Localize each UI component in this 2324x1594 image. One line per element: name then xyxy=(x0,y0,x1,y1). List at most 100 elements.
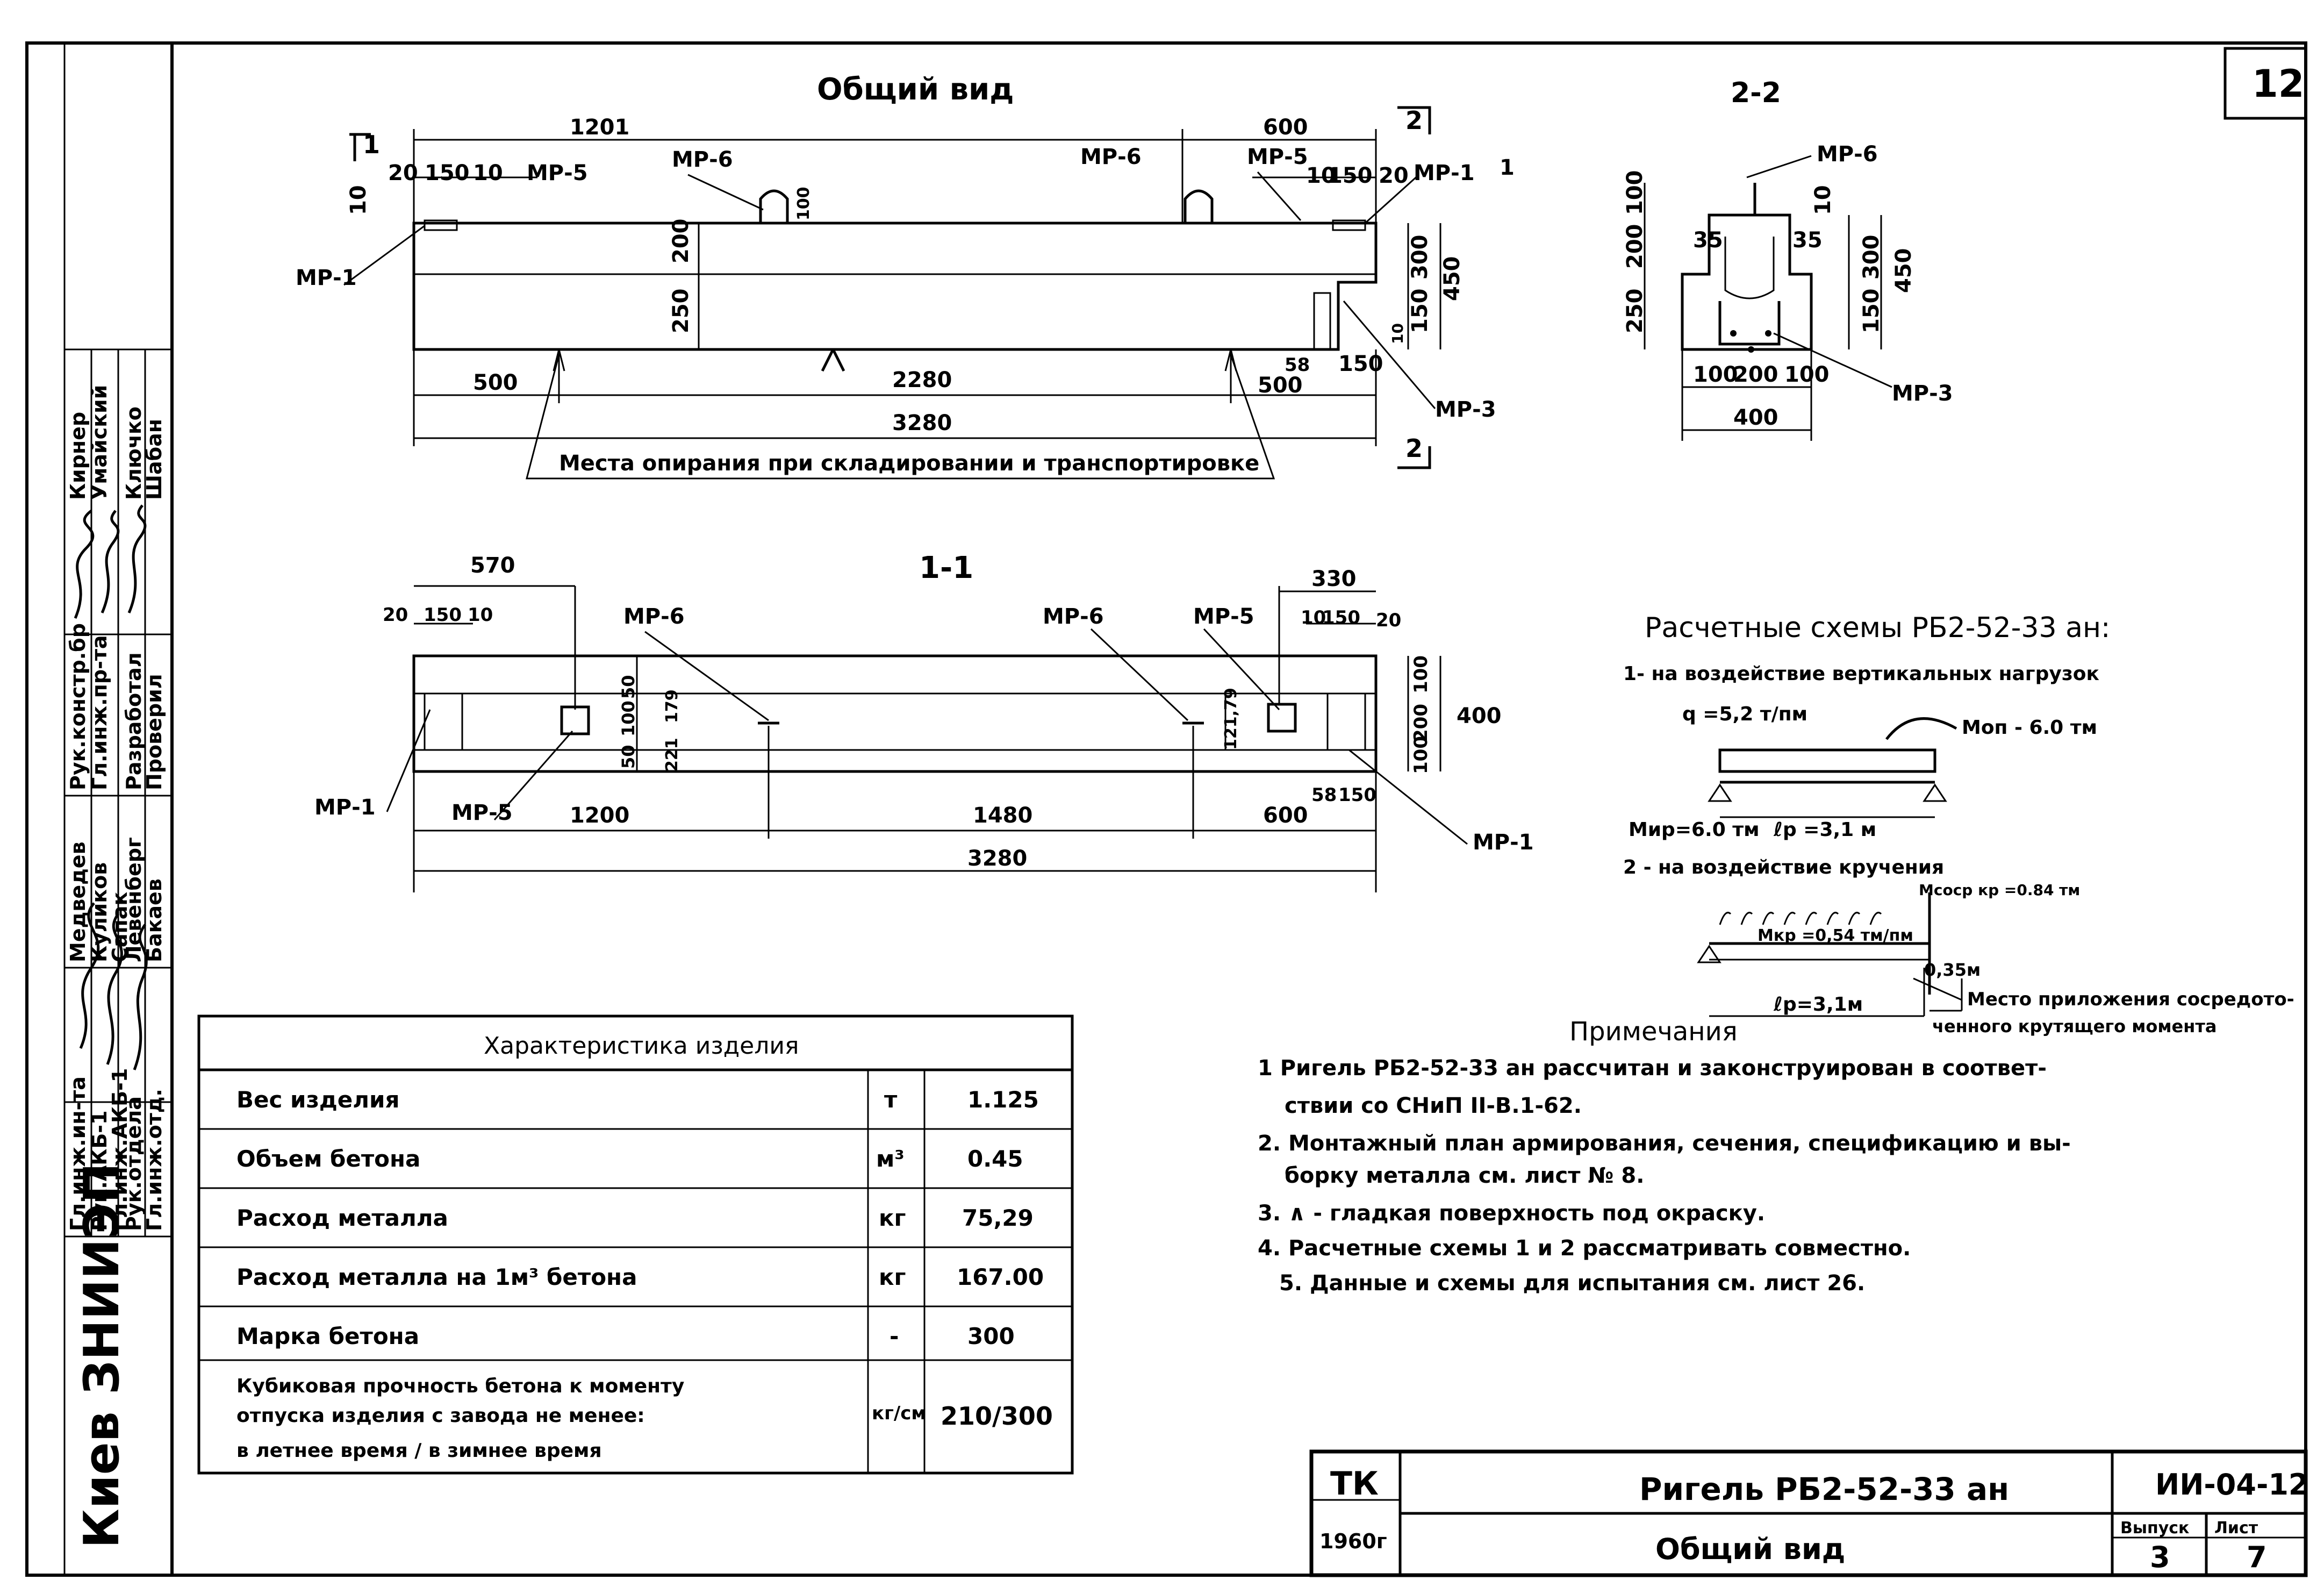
s22-dim-v150: 150 xyxy=(1859,289,1884,334)
s11-dim-v100b: 100 xyxy=(1410,736,1432,774)
s22-dim-v100: 100 xyxy=(1623,170,1647,216)
calc-mcoc: Мсоср кр =0.84 тм xyxy=(1919,881,2080,899)
char-row6-value: 210/300 xyxy=(941,1402,1053,1431)
s11-label-mr5-left: МР-5 xyxy=(451,800,513,825)
s22-dim-10: 10 xyxy=(1811,185,1835,215)
gv-dim-500-left: 500 xyxy=(473,370,518,395)
signature-4 xyxy=(74,510,95,619)
signature-5 xyxy=(101,510,120,613)
gv-dim-20-left: 20 xyxy=(388,161,418,185)
s22-dim-100-left: 100 xyxy=(1693,362,1738,387)
s11-dim-330: 330 xyxy=(1311,567,1357,591)
stamp-name-9: Шабан xyxy=(142,419,166,500)
calc-q: q =5,2 т/пм xyxy=(1682,703,1807,725)
gv-label-mr1-right: МР-1 xyxy=(1414,161,1475,185)
char-row3-value: 75,29 xyxy=(962,1205,1034,1231)
section-11-drawing xyxy=(386,585,1468,892)
stamp-position-8: Разработал xyxy=(122,652,146,790)
gv-section-mark-1b: 1 xyxy=(1500,155,1515,180)
title-block-texts: ТК 1960г Ригель РБ2-52-33 ан Общий вид И… xyxy=(1319,1465,2309,1574)
stamp-position-6: Рук.констр.бр xyxy=(66,623,90,790)
stamp-name-7: Умайский xyxy=(88,385,111,500)
s11-dim-1480: 1480 xyxy=(973,803,1032,828)
s11-dim-10-right: 10 xyxy=(1301,607,1326,628)
s11-dim-20-left: 20 xyxy=(383,604,408,626)
stamp-name-5: Бакаев xyxy=(142,878,166,962)
general-view-title: Общий вид xyxy=(817,72,1014,107)
s11-dim-3280: 3280 xyxy=(967,846,1027,871)
char-row4-unit: кг xyxy=(879,1264,906,1290)
s11-label-mr1-right: МР-1 xyxy=(1473,830,1534,855)
s11-dim-150-left: 150 xyxy=(424,604,462,626)
s11-dim-570: 570 xyxy=(470,553,515,578)
stamp-name-2: Куликов xyxy=(88,862,111,962)
char-row6-line1: Кубиковая прочность бетона к моменту xyxy=(236,1375,684,1397)
calc-item1: 1- на воздействие вертикальных нагрузок xyxy=(1623,663,2099,685)
notes-title: Примечания xyxy=(1569,1017,1738,1047)
gv-dim-v200: 200 xyxy=(669,219,693,264)
sheet-number: 12 xyxy=(2252,62,2304,106)
s11-dim-58: 58 xyxy=(1311,784,1337,806)
char-row4-value: 167.00 xyxy=(957,1264,1044,1290)
s11-dim-20-right: 20 xyxy=(1376,610,1401,631)
tb-name: Ригель РБ2-52-33 ан xyxy=(1639,1471,2009,1507)
tb-year: 1960г xyxy=(1319,1529,1387,1553)
gv-label-mr6-right: МР-6 xyxy=(1080,145,1142,169)
calc-mkp: Мкр =0,54 тм/пм xyxy=(1758,926,1913,945)
gv-dim-v450: 450 xyxy=(1440,256,1465,302)
s11-label-mr1-left: МР-1 xyxy=(314,795,376,820)
general-view-labels: МР-5 МР-6 МР-6 МР-5 МР-1 МР-1 МР-3 Места… xyxy=(296,145,1496,476)
s11-dim-150-bottom: 150 xyxy=(1338,784,1376,806)
s11-label-mr5-right: МР-5 xyxy=(1193,604,1254,629)
general-view-dims: 1201 600 20 150 10 10 150 20 10 200 250 … xyxy=(346,106,1515,463)
gv-dim-v300: 300 xyxy=(1408,235,1432,280)
gv-dim-2280: 2280 xyxy=(892,368,952,392)
s11-dim-400: 400 xyxy=(1457,704,1502,728)
section-22-title: 2-2 xyxy=(1731,77,1781,109)
char-row5-unit: - xyxy=(890,1323,899,1349)
stamp-name-4: Левенберг xyxy=(122,837,146,962)
char-row1-value: 1.125 xyxy=(967,1087,1039,1113)
gv-label-mr5-right: МР-5 xyxy=(1247,145,1308,169)
gv-section-mark-1a: 1 xyxy=(363,130,380,159)
note-line-1: 1 Ригель РБ2-52-33 ан рассчитан и законс… xyxy=(1258,1056,2047,1081)
s11-dim-v50b: 50 xyxy=(618,745,639,769)
gv-dim-v150: 150 xyxy=(1408,289,1432,334)
gv-dim-500-right: 500 xyxy=(1258,373,1303,398)
gv-dim-v10b: 10 xyxy=(1389,323,1407,344)
section-11-texts: 570 330 20 150 10 10 150 20 50 100 50 17… xyxy=(314,553,1534,871)
char-row3-name: Расход металла xyxy=(236,1205,448,1231)
gv-dim-58: 58 xyxy=(1285,354,1310,376)
tb-list: 7 xyxy=(2247,1540,2267,1574)
signature-2 xyxy=(106,913,123,1065)
calc-moment-note-2: ченного крутящего момента xyxy=(1932,1016,2217,1037)
s11-dim-600: 600 xyxy=(1263,803,1308,828)
s11-dim-v100: 100 xyxy=(618,700,639,737)
char-row2-unit: м³ xyxy=(876,1146,905,1172)
stamp-position-4: Рук.отдела xyxy=(122,1096,146,1231)
stamp-position-3: Гл.инж.АКБ-1 xyxy=(108,1068,132,1231)
char-title: Характеристика изделия xyxy=(484,1032,799,1060)
calc-mop: Моп - 6.0 тм xyxy=(1962,717,2097,739)
characteristics-texts: Характеристика изделия Вес изделия т 1.1… xyxy=(236,1032,1053,1462)
gv-dim-v100: 100 xyxy=(794,187,813,220)
gv-dim-20-right: 20 xyxy=(1379,163,1409,188)
s22-dim-400: 400 xyxy=(1733,405,1778,430)
tb-list-label: Лист xyxy=(2214,1519,2258,1538)
note-line-2: ствии со СНиП II-В.1-62. xyxy=(1285,1093,1582,1118)
calc-title: Расчетные схемы РБ2-52-33 ан: xyxy=(1645,612,2110,644)
char-row2-value: 0.45 xyxy=(967,1146,1023,1172)
s22-dim-35-right: 35 xyxy=(1792,228,1823,253)
section-22-drawing xyxy=(1644,155,1892,441)
s22-dim-v450: 450 xyxy=(1891,248,1916,294)
s11-dim-v179: 179 xyxy=(663,689,682,723)
gv-dim-v250: 250 xyxy=(669,289,693,334)
characteristics-table xyxy=(197,1014,1074,1475)
title-block xyxy=(1309,1449,2308,1577)
section-22-texts: МР-6 МР-3 100 200 250 300 450 150 35 35 … xyxy=(1623,142,1953,430)
note-line-6: 4. Расчетные схемы 1 и 2 рассматривать с… xyxy=(1258,1236,1911,1261)
s22-dim-100-right: 100 xyxy=(1784,362,1830,387)
s11-dim-10-left: 10 xyxy=(468,604,493,626)
general-view-beam xyxy=(343,106,1441,480)
char-row4-name: Расход металла на 1м³ бетона xyxy=(236,1264,637,1290)
